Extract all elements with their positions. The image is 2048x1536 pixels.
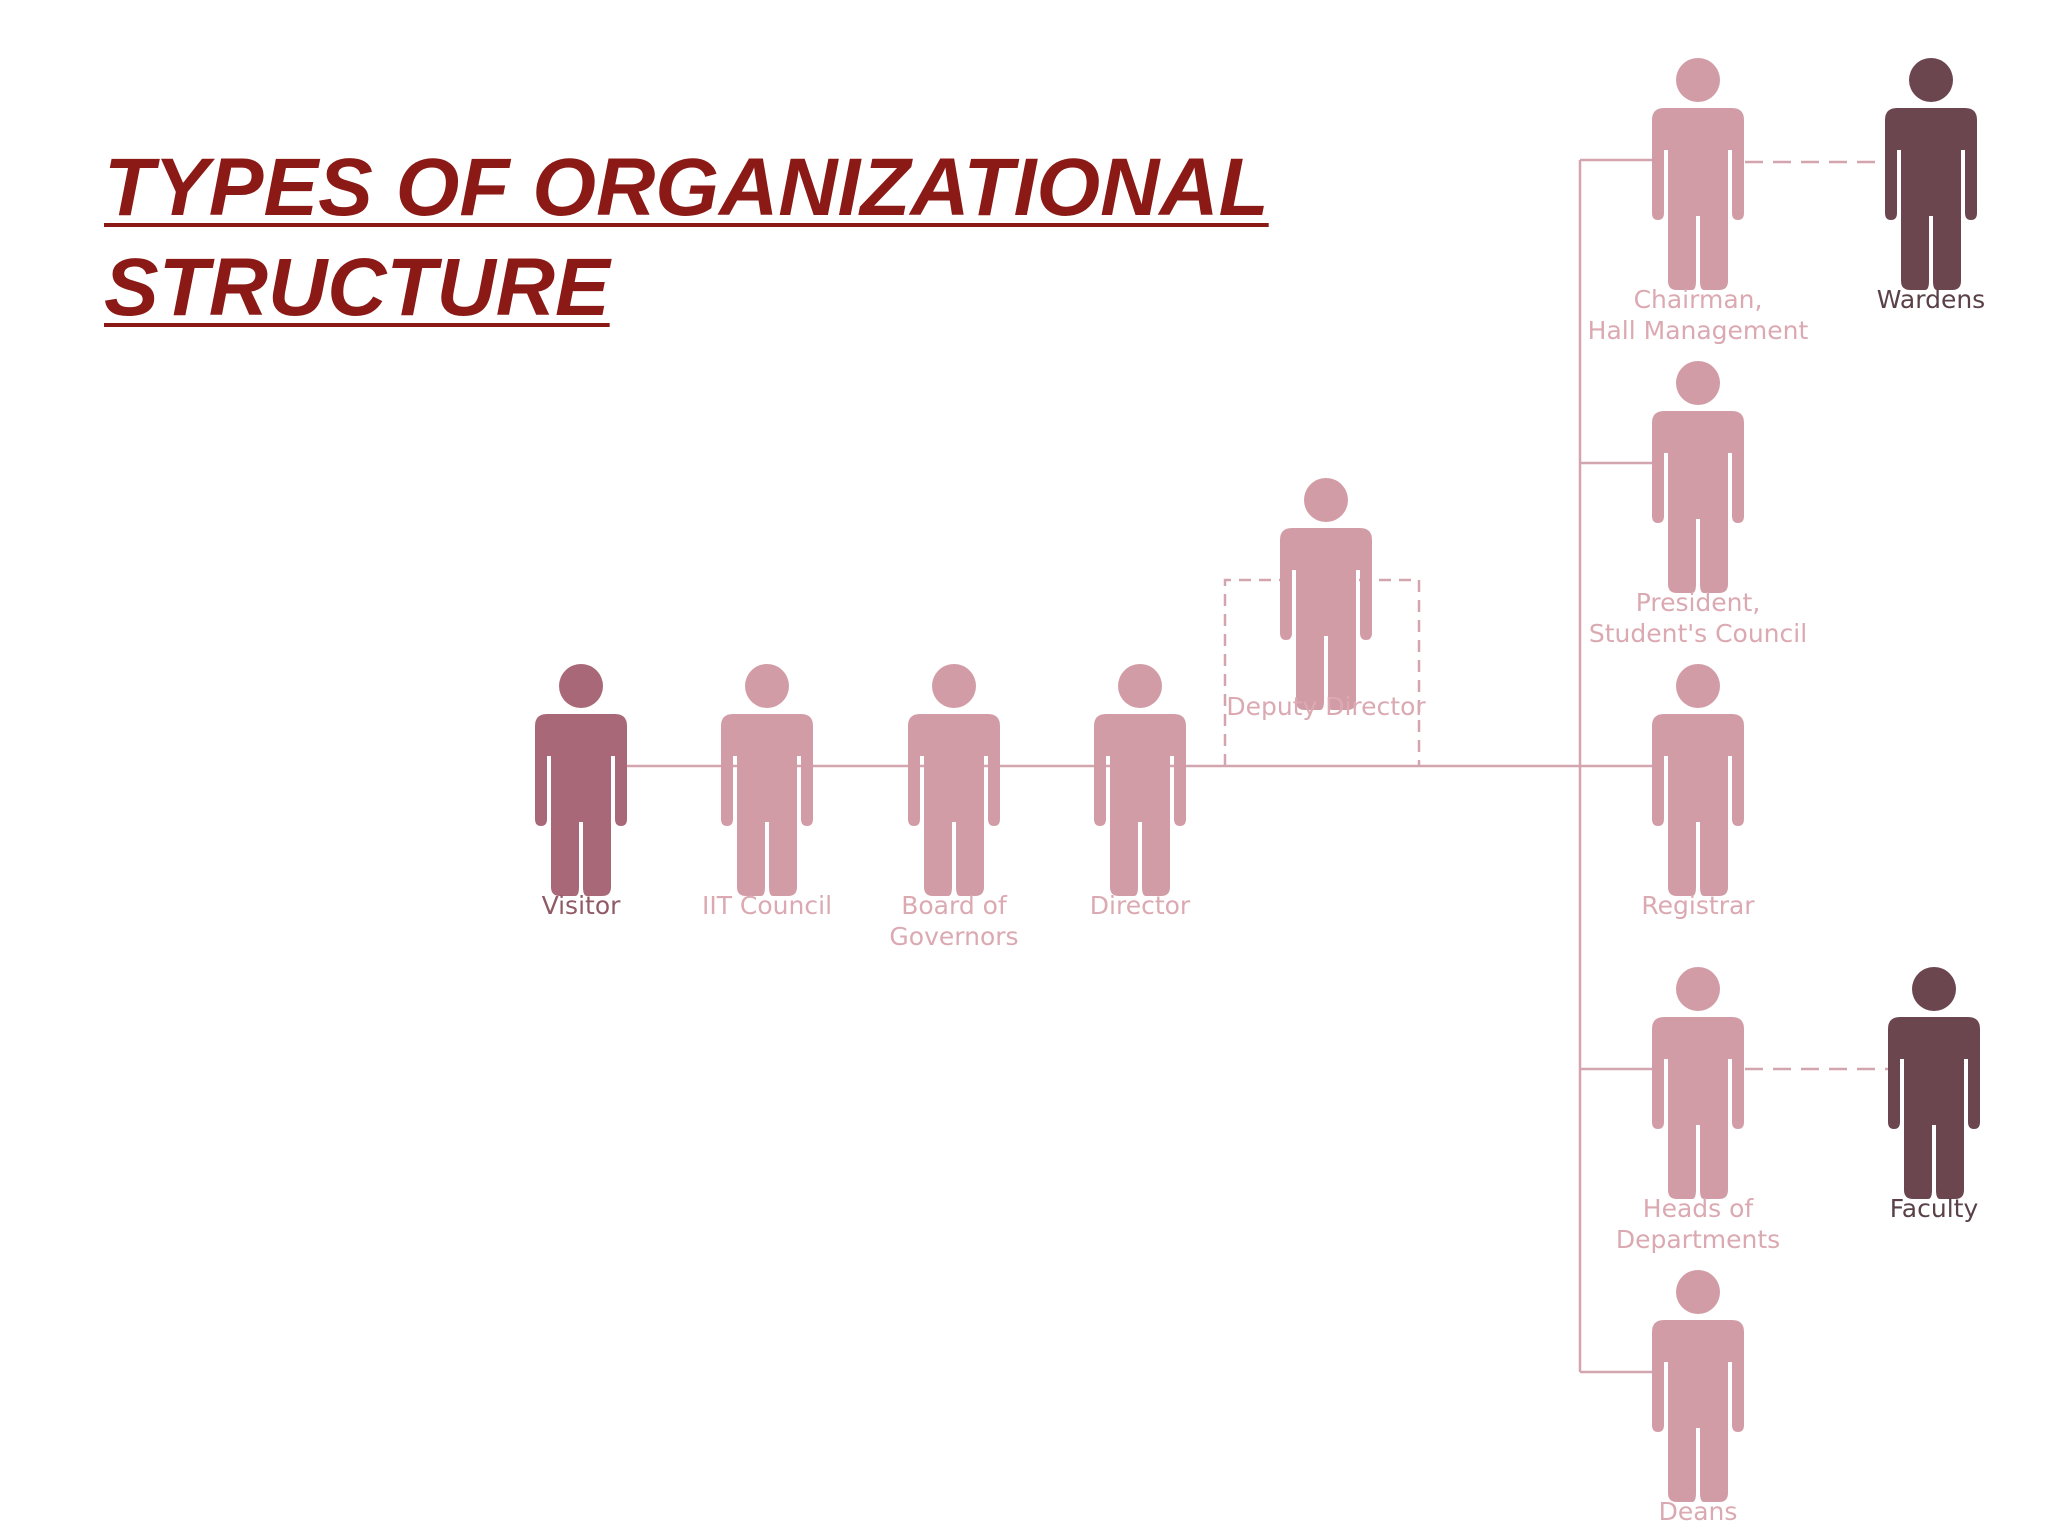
person-body	[1652, 1017, 1744, 1199]
node-faculty: Faculty	[1888, 967, 1980, 1223]
node-wardens: Wardens	[1877, 58, 1985, 314]
person-icon	[1885, 58, 1977, 290]
president-students-council-label-line-2: Student's Council	[1589, 619, 1807, 648]
deans-label-line-1: Deans	[1659, 1497, 1738, 1526]
director-label-line-1: Director	[1090, 891, 1191, 920]
faculty-label-line-1: Faculty	[1890, 1194, 1979, 1223]
person-icon	[1280, 478, 1372, 710]
node-president-students-council: President,Student's Council	[1589, 361, 1807, 648]
person-head	[1909, 58, 1953, 102]
person-icon	[535, 664, 627, 896]
registrar-label-line-1: Registrar	[1641, 891, 1755, 920]
node-deputy-director: Deputy Director	[1226, 478, 1426, 721]
board-of-governors-label-line-2: Governors	[889, 922, 1018, 951]
person-head	[1676, 58, 1720, 102]
person-body	[1652, 714, 1744, 896]
heads-of-departments-label-line-2: Departments	[1616, 1225, 1780, 1254]
person-body	[1094, 714, 1186, 896]
deputy-director-label-line-1: Deputy Director	[1226, 692, 1426, 721]
node-visitor: Visitor	[535, 664, 627, 920]
node-director: Director	[1090, 664, 1191, 920]
person-head	[932, 664, 976, 708]
chairman-hall-management-label-line-1: Chairman,	[1634, 285, 1763, 314]
person-body	[535, 714, 627, 896]
node-deans: Deans	[1652, 1270, 1744, 1526]
node-registrar: Registrar	[1641, 664, 1755, 920]
person-body	[1280, 528, 1372, 710]
chairman-hall-management-label-line-2: Hall Management	[1588, 316, 1809, 345]
person-body	[1888, 1017, 1980, 1199]
node-iit-council: IIT Council	[702, 664, 832, 920]
person-icon	[1094, 664, 1186, 896]
person-head	[1676, 967, 1720, 1011]
person-head	[1118, 664, 1162, 708]
person-body	[721, 714, 813, 896]
wardens-label-line-1: Wardens	[1877, 285, 1985, 314]
person-body	[908, 714, 1000, 896]
person-body	[1652, 108, 1744, 290]
person-head	[745, 664, 789, 708]
person-icon	[1652, 664, 1744, 896]
title-line-2: STRUCTURE	[104, 242, 610, 333]
person-icon	[1888, 967, 1980, 1199]
person-body	[1652, 411, 1744, 593]
person-body	[1885, 108, 1977, 290]
person-head	[1676, 361, 1720, 405]
person-icon	[1652, 361, 1744, 593]
node-chairman-hall-management: Chairman,Hall Management	[1588, 58, 1809, 345]
person-icon	[908, 664, 1000, 896]
president-students-council-label-line-1: President,	[1636, 588, 1761, 617]
visitor-label-line-1: Visitor	[542, 891, 622, 920]
person-head	[1676, 1270, 1720, 1314]
person-head	[1304, 478, 1348, 522]
board-of-governors-label-line-1: Board of	[901, 891, 1008, 920]
person-body	[1652, 1320, 1744, 1502]
person-head	[1676, 664, 1720, 708]
person-icon	[1652, 967, 1744, 1199]
person-head	[559, 664, 603, 708]
iit-council-label-line-1: IIT Council	[702, 891, 832, 920]
person-icon	[1652, 1270, 1744, 1502]
person-head	[1912, 967, 1956, 1011]
title-line-1: TYPES OF ORGANIZATIONAL	[104, 142, 1269, 233]
person-icon	[721, 664, 813, 896]
person-icon	[1652, 58, 1744, 290]
heads-of-departments-label-line-1: Heads of	[1643, 1194, 1755, 1223]
slide-title: TYPES OF ORGANIZATIONAL STRUCTURE	[104, 138, 1269, 338]
